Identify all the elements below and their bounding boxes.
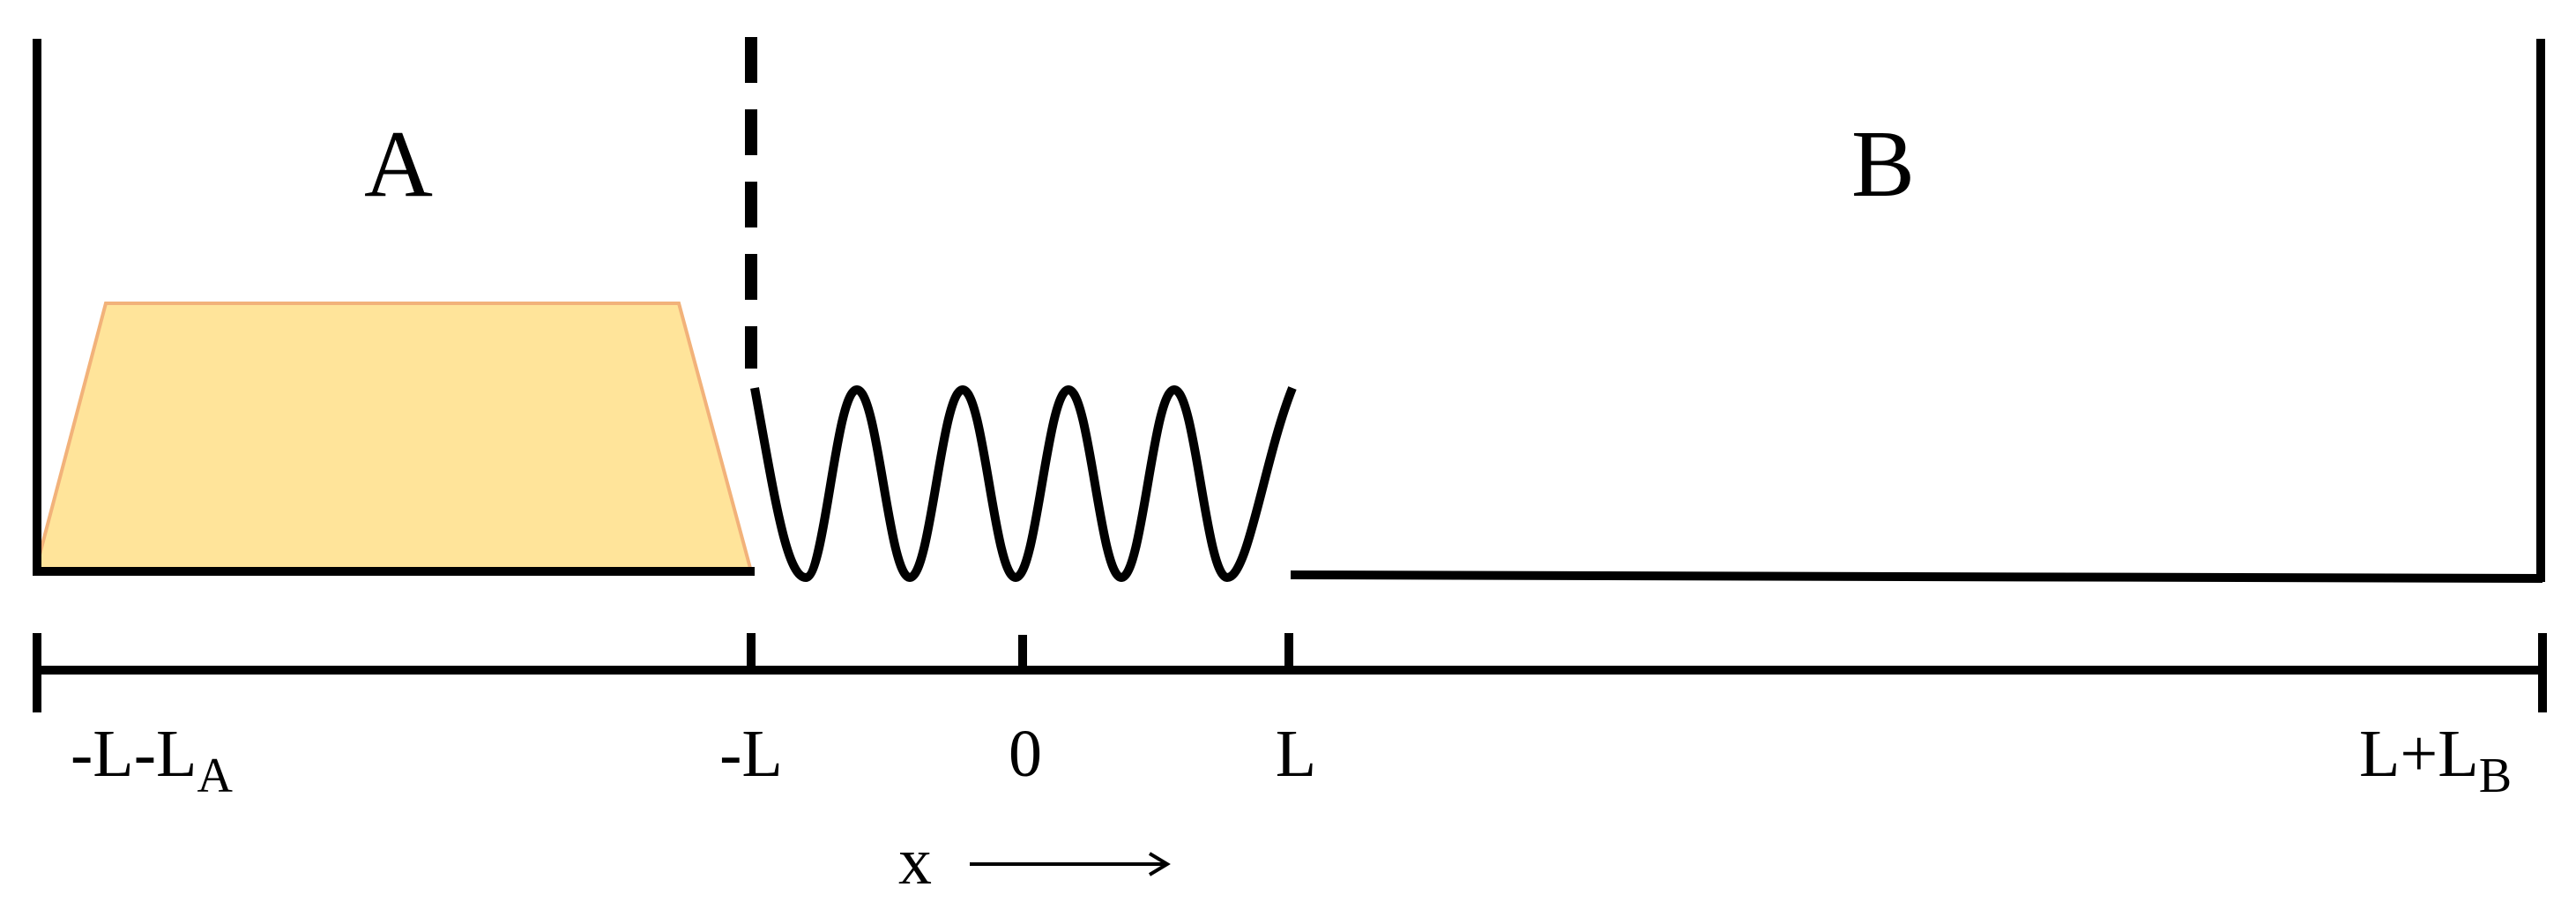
tick-label-right-end-sub: B: [2479, 749, 2512, 803]
tick-label-plus-l: L: [1276, 717, 1316, 791]
oscillating-barrier: [750, 385, 1297, 582]
region-b-floor: [1290, 570, 2543, 583]
tick-label-right-end: L+LB: [2359, 717, 2512, 803]
region-b-label: B: [1851, 112, 1915, 217]
direction-arrow-head: [1148, 852, 1171, 876]
tick-label-right-end-main: L+L: [2359, 717, 2479, 791]
tick-label-zero: 0: [1009, 717, 1042, 791]
region-a-label: A: [364, 112, 433, 217]
x-variable-label: x: [898, 824, 932, 898]
tick-label-left-end-main: -L-L: [71, 717, 197, 791]
region-a-material: [33, 302, 754, 573]
tick-label-left-end: -L-LA: [71, 717, 233, 803]
tick-label-left-end-sub: A: [197, 749, 233, 803]
tick-label-minus-l: -L: [719, 717, 783, 791]
